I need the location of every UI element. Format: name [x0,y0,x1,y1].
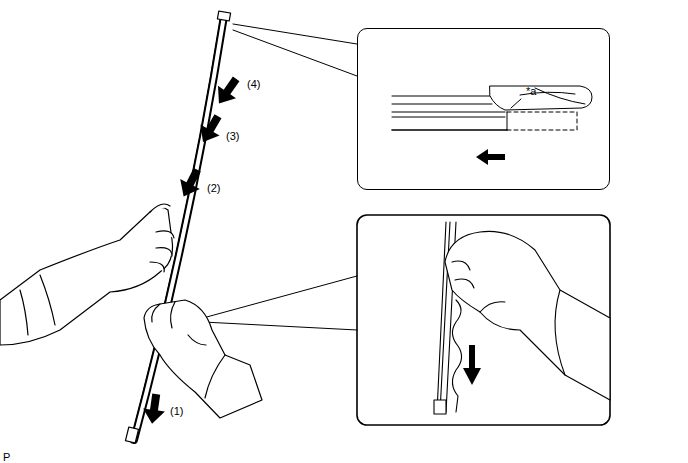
callout-number: (4) [247,78,260,90]
blade-end-detail [392,86,592,165]
leader-line [203,322,357,330]
leader-line [233,30,357,76]
direction-arrow [141,73,245,426]
callout-number: (3) [226,130,239,142]
leader-line [203,276,357,318]
inset-view: *a [357,28,610,190]
hand [144,300,262,418]
rubber-removal-detail [357,215,610,425]
callout-number: (1) [170,405,183,417]
callout-label: *a [526,85,536,97]
figure-code: P [3,451,10,463]
leader-line [233,24,357,44]
callout-number: (2) [207,182,220,194]
